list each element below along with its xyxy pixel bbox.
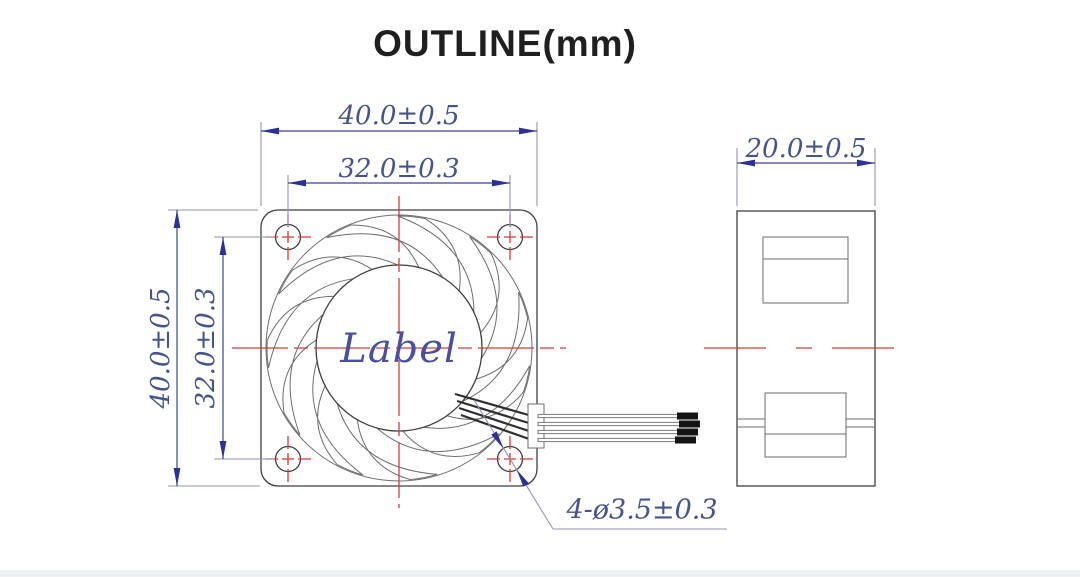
wire-tip <box>679 420 700 428</box>
wire <box>537 437 678 443</box>
drawing-title: OUTLINE(mm) <box>373 23 637 64</box>
bottom-strip <box>0 570 1080 577</box>
wire-tip <box>677 428 698 436</box>
dim-text-depth-20: 20.0±0.5 <box>745 134 867 164</box>
side-bottom-detail <box>764 392 847 458</box>
wire-tip <box>675 436 696 444</box>
dimensions <box>168 122 876 530</box>
dimension-arrows <box>173 127 875 486</box>
side-wire-lines <box>737 418 875 428</box>
dim-text-hole-spacing-32-vert: 32.0±0.3 <box>191 287 221 409</box>
wire-bundle-diagonal <box>454 392 533 442</box>
wire <box>537 421 682 427</box>
hole-note-leader <box>473 399 727 530</box>
dim-text-width-40: 40.0±0.5 <box>338 101 460 131</box>
wire-tip <box>677 412 698 420</box>
side-view <box>704 210 908 487</box>
front-view <box>232 196 700 508</box>
wires-horizontal <box>537 412 700 444</box>
hole-note-text: 4-ø3.5±0.3 <box>566 494 718 526</box>
wire <box>537 429 680 435</box>
dimension-lines <box>176 130 875 486</box>
wire <box>537 413 680 419</box>
side-top-detail <box>762 236 849 304</box>
dim-text-height-40: 40.0±0.5 <box>146 287 176 409</box>
dim-text-hole-spacing-32: 32.0±0.3 <box>338 154 460 184</box>
fan-label-text: Label <box>340 326 458 372</box>
extension-lines <box>168 122 876 487</box>
